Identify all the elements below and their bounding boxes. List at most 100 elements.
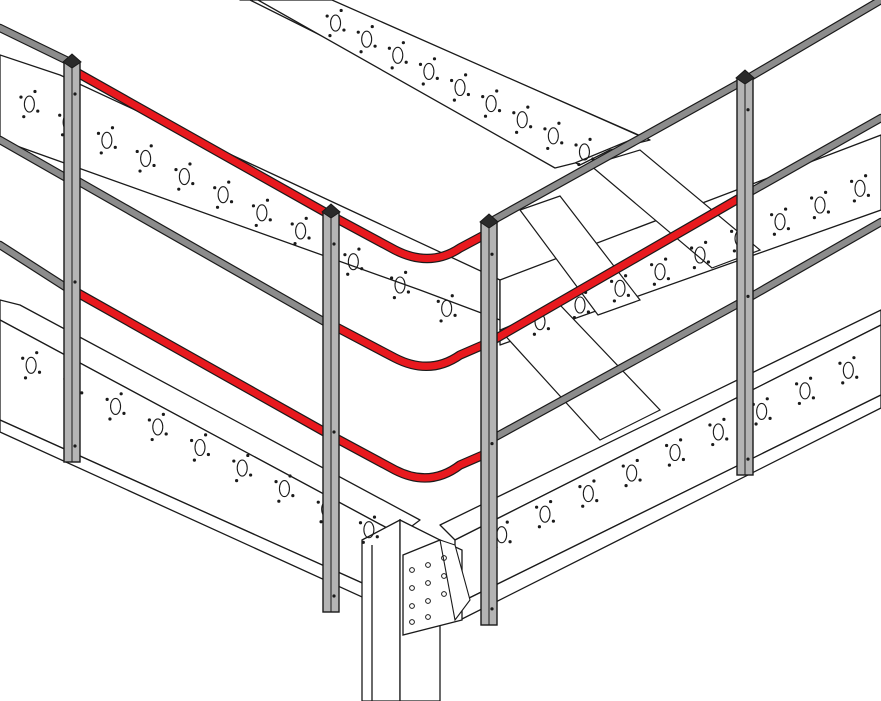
- lower-left-beam-hole: [150, 437, 154, 442]
- lower-left-beam-hole: [147, 418, 151, 422]
- upper-left-beam-hole: [99, 151, 103, 155]
- lower-left-beam-slot: [25, 356, 37, 374]
- upper-right-beam-slot: [485, 95, 497, 113]
- lower-right-beam-hole: [681, 457, 686, 462]
- lower-right-beam-hole: [722, 417, 726, 421]
- upper-right-beam-hole: [495, 89, 499, 93]
- upper-left-beam-slot: [256, 204, 268, 222]
- lower-right-beam-hole: [797, 401, 802, 406]
- lower-left-beam-hole: [232, 459, 236, 463]
- upper-right-beam-hole: [577, 162, 581, 167]
- upper-right-beam-hole: [328, 34, 332, 38]
- upper-right-beam-hole: [421, 82, 425, 86]
- gusset-bolts: [409, 555, 447, 625]
- lower-left-beam-hole: [122, 411, 126, 415]
- lower-right-beam-hole: [535, 505, 539, 509]
- red-top-corner-rail: [72, 68, 494, 262]
- post-center-left-bolt: [332, 430, 336, 434]
- lower-right-beam-slot: [799, 382, 811, 400]
- lower-left-beam-slot: [110, 397, 122, 415]
- lower-left-beam-hole: [358, 521, 363, 525]
- lower-left-beam-hole: [164, 432, 168, 436]
- upper-right-beam-hole: [450, 78, 454, 83]
- lower-right-beam-hole: [841, 381, 845, 385]
- upper-right-side-beam-hole: [852, 199, 857, 203]
- lower-right-beam-slot: [669, 443, 681, 462]
- upper-left-beam-hole: [96, 131, 101, 135]
- upper-left-beam-hole: [36, 109, 40, 113]
- upper-right-side-beam-hole: [850, 179, 854, 183]
- post-left-bolt: [73, 92, 77, 96]
- upper-right-beam-hole: [373, 44, 377, 48]
- lower-right-beam-hole: [551, 519, 556, 523]
- upper-left-beam-slot: [295, 222, 307, 240]
- upper-right-beam-hole: [515, 130, 519, 134]
- upper-right-side-beam-hole: [772, 232, 777, 236]
- lower-right-beam-hole: [765, 397, 769, 401]
- upper-left-beam-end-hole: [404, 270, 408, 274]
- lower-right-beam-hole: [624, 484, 628, 488]
- upper-right-side-beam-slot: [574, 296, 586, 314]
- upper-right-beam-hole: [526, 105, 530, 109]
- post-right-bolt: [746, 108, 750, 112]
- upper-right-beam-hole: [543, 127, 547, 131]
- gusset-bolt: [425, 580, 431, 586]
- lower-left-beam-hole: [108, 417, 112, 421]
- lower-left-beam-slot: [278, 480, 290, 498]
- lower-left-beam-hole: [35, 351, 39, 355]
- lower-right-beam-hole: [592, 479, 596, 483]
- gusset-bolt: [409, 585, 415, 591]
- corner-gusset-plate: [402, 539, 471, 636]
- upper-left-beam-hole: [215, 205, 220, 209]
- upper-left-beam-hole: [188, 162, 192, 166]
- upper-right-beam-hole: [452, 98, 456, 102]
- upper-left-beam-end-slot: [347, 253, 359, 271]
- upper-left-beam-hole: [227, 180, 231, 184]
- cross-joists: [498, 149, 762, 441]
- upper-left-beam-end-hole: [360, 267, 364, 271]
- gusset-flange: [439, 539, 471, 622]
- upper-right-beam-hole: [588, 137, 592, 141]
- upper-left-beam-end-hole: [346, 272, 350, 276]
- post-center-left-bolt: [332, 242, 336, 246]
- lower-right-beam-hole: [795, 382, 799, 386]
- post-right-bolt: [746, 457, 750, 461]
- upper-right-beam-hole: [497, 109, 502, 113]
- post-corner-bolt: [490, 607, 494, 611]
- upper-left-beam-hole: [304, 216, 308, 220]
- lower-left-beam-hole: [319, 520, 323, 524]
- upper-right-side-beam-hole: [624, 274, 628, 278]
- upper-right-side-beam-hole: [546, 327, 551, 331]
- upper-right-beam-hole: [512, 111, 516, 115]
- lower-left-beam-slot: [194, 438, 206, 457]
- upper-right-side-beam-hole: [732, 249, 737, 253]
- upper-left-beam-hole: [229, 200, 234, 204]
- lower-right-beam-hole: [635, 458, 639, 463]
- post-left-bolt: [73, 444, 77, 448]
- lower-left-beam-hole: [119, 392, 123, 396]
- upper-right-beam-web: [257, 0, 641, 169]
- lower-right-beam-hole: [665, 443, 669, 448]
- upper-left-beam-hole: [174, 167, 178, 172]
- upper-right-beam-slot: [361, 30, 373, 48]
- upper-right-side-beam-hole: [826, 210, 831, 214]
- post-corner-bolt: [490, 252, 494, 256]
- post-left-cap: [62, 53, 82, 69]
- lower-left-beam-hole: [21, 356, 25, 360]
- lower-left-beam-hole: [80, 391, 84, 395]
- upper-left-beam-hole: [135, 149, 139, 154]
- upper-right-side-beam-hole: [706, 260, 711, 264]
- upper-right-side-beam-hole: [572, 316, 577, 320]
- lower-right-beam-hole: [809, 376, 813, 380]
- upper-right-beam-hole: [464, 73, 468, 77]
- lower-left-beam-hole: [361, 540, 365, 544]
- upper-right-beam-hole: [529, 125, 533, 129]
- lower-right-beam-slot: [712, 423, 724, 441]
- lower-right-beam-hole: [581, 504, 585, 508]
- upper-right-beam-slot: [330, 14, 342, 32]
- lower-right-beam-hole: [811, 396, 816, 400]
- red-mid-corner-rail: [334, 191, 749, 370]
- upper-left-beam-slot: [217, 186, 229, 204]
- guardrail-posts: [62, 53, 755, 626]
- upper-right-side-beam-hole: [626, 293, 631, 297]
